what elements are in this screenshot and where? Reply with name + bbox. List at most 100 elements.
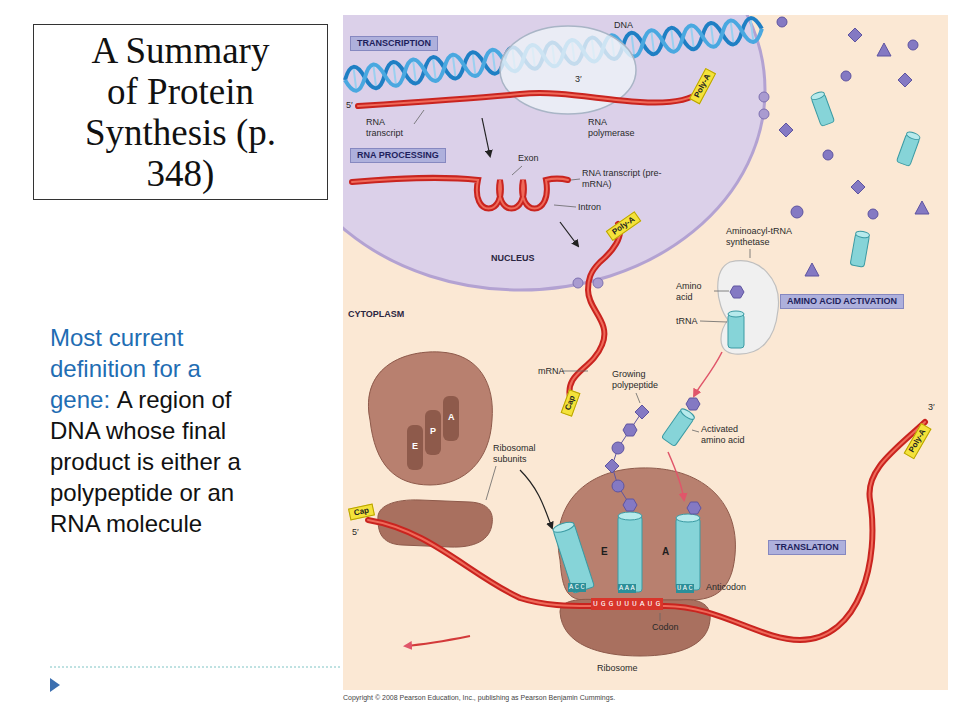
trna-top: [906, 131, 921, 141]
slide-divider: [50, 667, 340, 668]
rna-strand: [368, 422, 925, 640]
figure-label: E: [601, 546, 608, 557]
trna: [810, 91, 834, 127]
tag-text: RNA PROCESSING: [357, 150, 439, 160]
title-box: A Summary of Protein Synthesis (p. 348): [33, 24, 328, 200]
figure-label: 5′: [346, 100, 353, 111]
stage-banner: TRANSLATION: [768, 540, 846, 555]
amino-acid: [848, 28, 862, 42]
trna: [728, 311, 744, 348]
amino-acid: [898, 73, 912, 87]
trna-top: [728, 311, 744, 317]
amino-acid: [612, 442, 624, 454]
tag-text: AMINO ACID ACTIVATION: [787, 296, 897, 306]
stage-banner: RNA PROCESSING: [350, 148, 446, 163]
trna: [896, 131, 920, 167]
figure-label: RNA transcript (pre-mRNA): [582, 168, 662, 190]
trna: [618, 512, 642, 592]
trna: [552, 520, 595, 593]
amino-acid: [623, 424, 637, 436]
figure-label: 3′: [928, 402, 935, 413]
figure-label: Activated amino acid: [701, 424, 763, 446]
figure-label: Ribosome: [597, 663, 638, 674]
amino-acid: [623, 499, 637, 511]
amino-acid: [687, 502, 701, 514]
arrows: [405, 118, 722, 646]
figure-label: tRNA: [676, 316, 698, 327]
amino-acid: [877, 43, 891, 56]
trna-molecules: [552, 91, 921, 594]
amino-acid: [915, 201, 929, 214]
figure-label: E: [412, 441, 418, 452]
trna-body: [676, 518, 700, 590]
trna-top: [810, 91, 825, 101]
pore-part: [759, 92, 769, 102]
figure-label: A: [662, 546, 669, 557]
tag-text: TRANSCRIPTION: [357, 38, 431, 48]
figure-label: RNA polymerase: [588, 117, 648, 139]
trna-top: [855, 230, 870, 238]
figure-label: RNA transcript: [366, 117, 414, 139]
figure-label: CYTOPLASM: [348, 309, 404, 320]
rna-ribbon: [352, 92, 925, 640]
figure-label: Growing polypeptide: [612, 369, 672, 391]
peptide-bond: [612, 412, 642, 505]
rna-strand: [368, 422, 925, 640]
figure-label: Intron: [578, 202, 601, 213]
figure-label: A: [448, 412, 455, 423]
amino-acid: [791, 206, 803, 218]
process-arrow: [694, 352, 722, 396]
nucleus: [343, 15, 765, 290]
trna: [661, 407, 695, 446]
trna: [676, 514, 700, 590]
amino-acid: [908, 40, 918, 50]
body-paragraph: Most current definition for a gene:A reg…: [50, 322, 255, 539]
trna-top: [552, 520, 575, 534]
figure-label: Anticodon: [706, 582, 746, 593]
amino-acid: [730, 286, 744, 298]
ribosome-detached: [368, 352, 492, 547]
pore-part: [573, 278, 583, 288]
amino-acid: [841, 71, 851, 81]
amino-acid: [686, 398, 700, 410]
pore-part: [759, 109, 769, 119]
amino-acid: [805, 263, 819, 276]
rna-strand: [352, 178, 568, 209]
figure-label: NUCLEUS: [491, 253, 535, 264]
subunit-site: [443, 396, 459, 441]
figure-label: 3′: [575, 74, 582, 85]
figure-label: UGGUUUAUG: [591, 598, 663, 610]
figure-label: Amino acid: [676, 281, 712, 303]
process-arrow: [405, 636, 470, 646]
trna-top: [676, 514, 700, 522]
amino-acid: [779, 123, 793, 137]
large-subunit: [368, 352, 492, 485]
figure-label: Ribosomal subunits: [493, 443, 549, 465]
figure-label: Aminoacyl-tRNA synthetase: [726, 226, 812, 248]
trna-top: [618, 512, 642, 520]
amino-acid: [635, 405, 649, 419]
trna-body: [618, 516, 642, 592]
amino-acids: [605, 17, 929, 514]
process-arrow: [520, 470, 552, 528]
figure-label: Copyright © 2008 Pearson Education, Inc.…: [343, 693, 615, 702]
figure-label: mRNA: [538, 366, 565, 377]
figure-label: ACC: [568, 583, 586, 592]
amino-acid: [777, 17, 787, 27]
subunit-site: [407, 425, 423, 470]
amino-acid: [823, 150, 833, 160]
figure-label: Codon: [652, 622, 679, 633]
tag-text: TRANSLATION: [775, 542, 839, 552]
stage-banner: AMINO ACID ACTIVATION: [780, 294, 904, 309]
process-arrow: [560, 222, 578, 246]
stage-banner: TRANSCRIPTION: [350, 36, 438, 51]
subunit-site: [425, 410, 441, 455]
trna-body: [553, 524, 594, 594]
process-arrow: [668, 452, 684, 500]
rna-strand: [358, 92, 700, 106]
figure-label: Exon: [518, 153, 539, 164]
amino-acid: [612, 480, 624, 492]
slide-marker: [50, 678, 60, 692]
amino-acid: [605, 459, 619, 473]
